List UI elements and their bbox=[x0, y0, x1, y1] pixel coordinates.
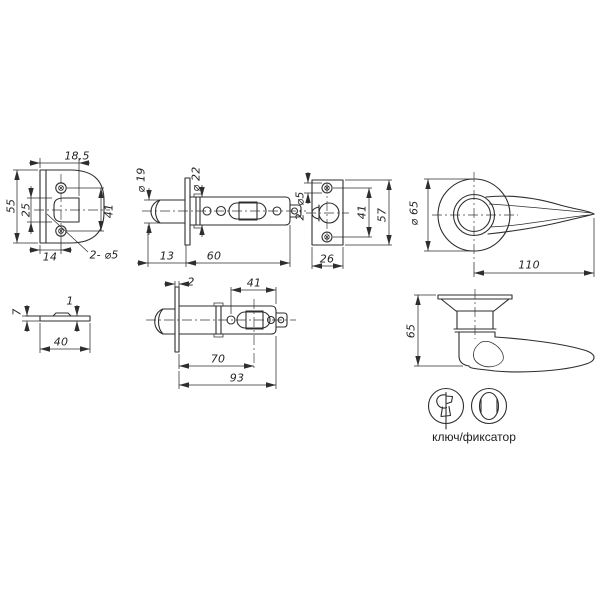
dim-faceplate-height: 57 bbox=[375, 207, 389, 223]
dim-body-diameter: ⌀ 22 bbox=[189, 166, 203, 192]
dim-plate-width: 40 bbox=[53, 335, 69, 349]
dim-strike-edge-offset: 14 bbox=[42, 250, 58, 264]
dim-hole-to-end: 41 bbox=[246, 276, 262, 290]
dim-plate-thickness: 1 bbox=[66, 294, 74, 308]
dim-total-length: 93 bbox=[229, 371, 245, 385]
dim-faceplate-holes: 2- ⌀5 bbox=[293, 191, 307, 221]
dim-bolt-diameter: ⌀ 19 bbox=[134, 167, 148, 193]
dim-faceplate-width: 26 bbox=[319, 252, 335, 266]
dim-body-length: 60 bbox=[206, 249, 222, 263]
dim-rose-diameter: ⌀ 65 bbox=[407, 200, 421, 226]
dim-strike-cutout: 25 bbox=[19, 202, 33, 218]
dim-plate-lip-height: 7 bbox=[10, 308, 24, 316]
lock-function-icons bbox=[427, 387, 508, 430]
strike-plate-side-view bbox=[22, 305, 91, 353]
dim-strike-hole-spacing: 41 bbox=[102, 203, 116, 219]
handle-top-view bbox=[424, 172, 595, 277]
dim-lever-length: 110 bbox=[518, 258, 540, 272]
faceplate-front-view bbox=[304, 172, 392, 269]
dim-strike-lip-width: 18,5 bbox=[64, 149, 90, 163]
dim-strike-holes: 2- ⌀5 bbox=[89, 248, 119, 262]
dim-backset: 70 bbox=[210, 352, 226, 366]
strike-plate-front-view bbox=[13, 158, 110, 254]
dim-faceplate-spacing: 41 bbox=[355, 204, 369, 220]
lock-function-caption: ключ/фиксатор bbox=[432, 430, 516, 444]
thumbturn-icon bbox=[470, 387, 508, 425]
dim-bolt-length: 13 bbox=[159, 249, 175, 263]
dim-handle-height: 65 bbox=[404, 323, 418, 339]
key-icon bbox=[427, 387, 465, 430]
handle-side-view bbox=[414, 289, 595, 373]
latch-side-view bbox=[137, 177, 306, 267]
latch-top-view bbox=[146, 281, 296, 389]
dim-faceplate-thickness: 2 bbox=[187, 275, 195, 289]
dim-strike-height: 55 bbox=[4, 198, 18, 214]
